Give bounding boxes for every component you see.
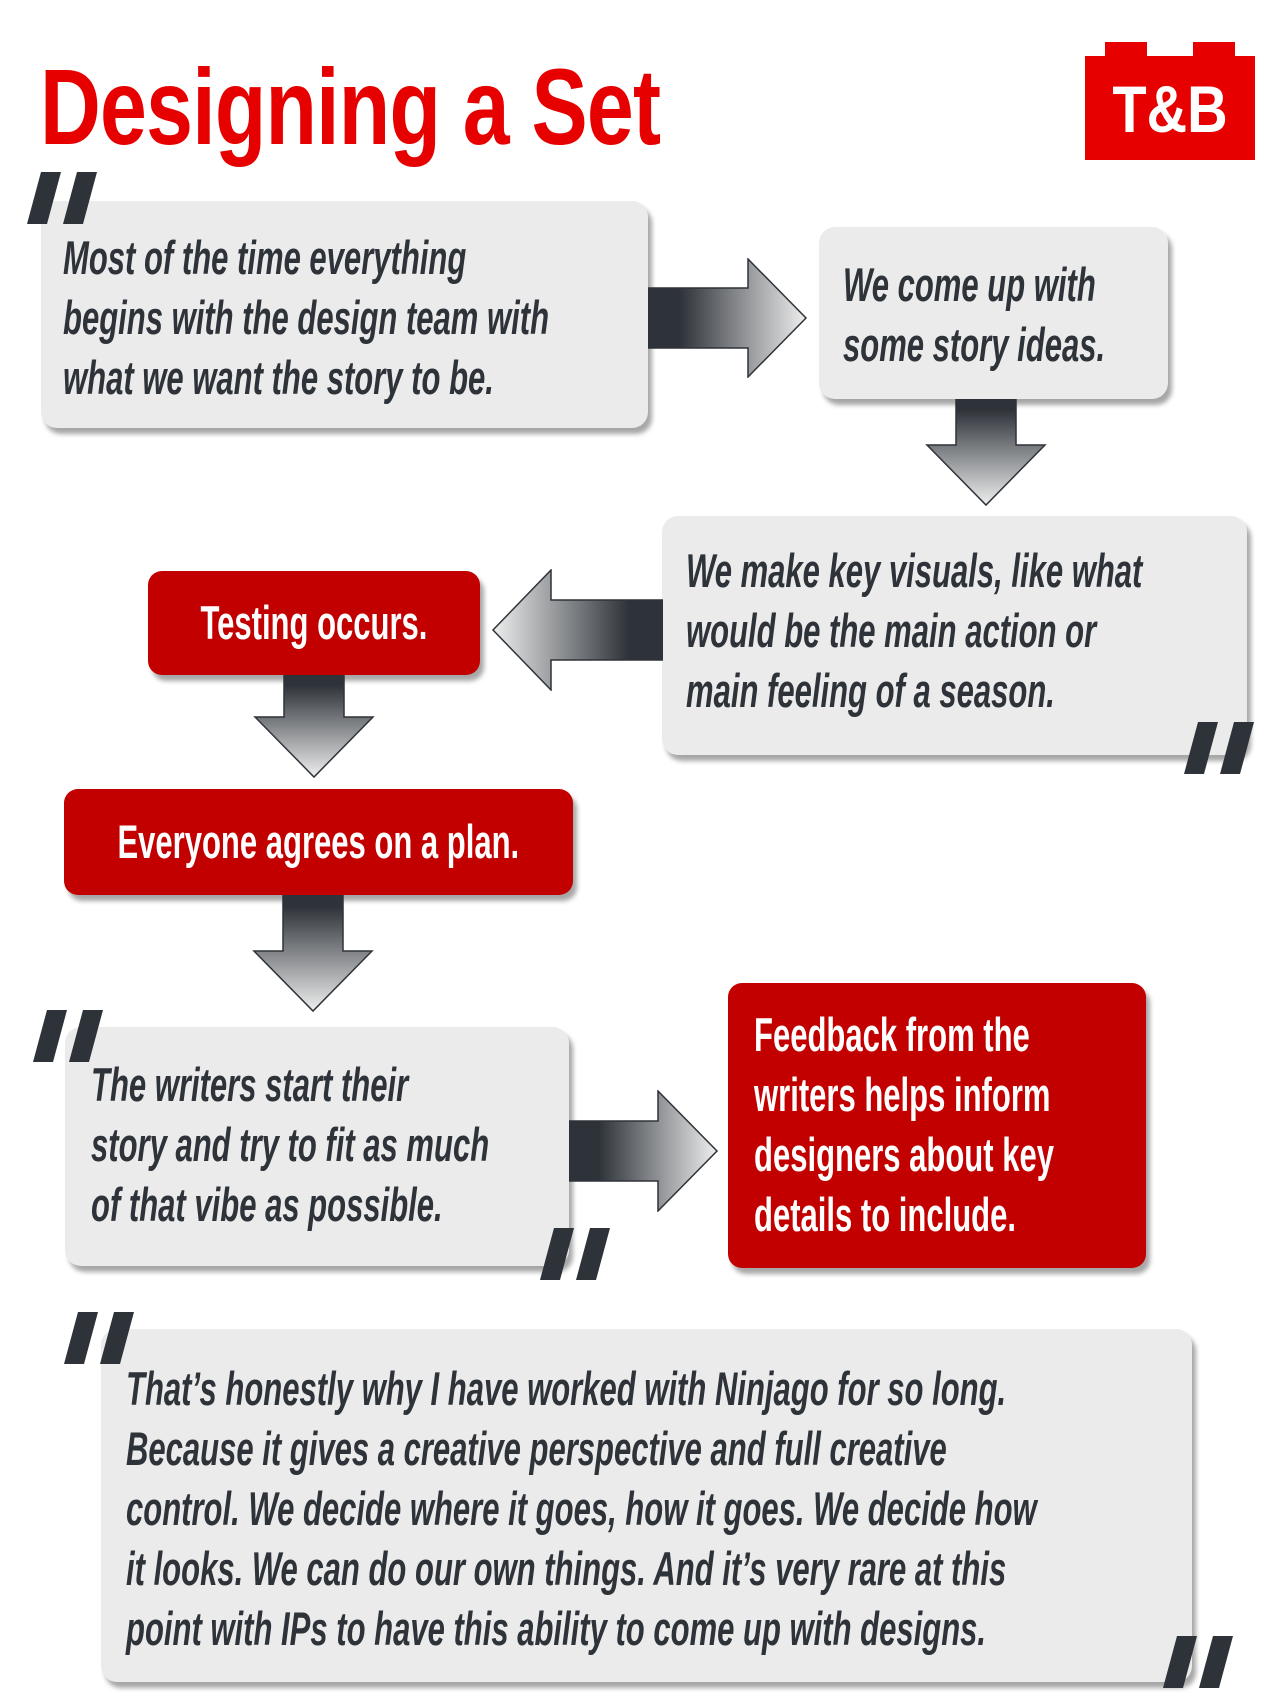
arrow-down-icon — [925, 399, 1047, 507]
text-line: of that vibe as possible. — [91, 1178, 443, 1231]
arrow-right-icon — [648, 258, 808, 378]
step-4-box: Testing occurs. — [148, 571, 480, 675]
text-line: The writers start their — [91, 1058, 409, 1111]
quote-mark-icon — [27, 172, 99, 224]
step-2-text: We come up with some story ideas. — [843, 255, 1105, 375]
quote-mark-icon — [64, 1312, 136, 1364]
quote-mark-icon — [540, 1228, 612, 1280]
text-line: begins with the design team with — [63, 291, 550, 344]
text-line: some story ideas. — [843, 318, 1106, 371]
text-line: it looks. We can do our own things. And … — [126, 1542, 1007, 1595]
step-7-box — [728, 983, 1146, 1268]
step-1-box — [41, 201, 648, 428]
text-line: point with IPs to have this ability to c… — [126, 1602, 987, 1655]
text-line: We come up with — [843, 258, 1096, 311]
arrow-down-icon — [253, 675, 375, 779]
brick-logo-icon: T&B — [1085, 42, 1255, 160]
step-1-text: Most of the time everything begins with … — [63, 228, 549, 408]
text-line: control. We decide where it goes, how it… — [126, 1482, 1037, 1535]
logo-text: T&B — [1112, 73, 1227, 146]
text-line: details to include. — [754, 1188, 1016, 1241]
step-2-box — [819, 227, 1168, 399]
page-title: Designing a Set — [40, 46, 661, 167]
step-3-text: We make key visuals, like what would be … — [686, 541, 1142, 721]
text-line: what we want the story to be. — [63, 351, 494, 404]
step-6-box — [65, 1027, 569, 1266]
step-4-text: Testing occurs. — [200, 596, 428, 649]
quote-mark-icon — [1163, 1636, 1235, 1688]
step-5-box: Everyone agrees on a plan. — [64, 789, 573, 895]
text-line: That’s honestly why I have worked with N… — [126, 1362, 1007, 1415]
step-3-box — [662, 516, 1247, 755]
closing-quote-text: That’s honestly why I have worked with N… — [126, 1359, 1037, 1659]
closing-quote-box — [101, 1329, 1192, 1682]
arrow-right-icon — [569, 1090, 719, 1212]
step-5-text: Everyone agrees on a plan. — [117, 815, 520, 868]
text-line: writers helps inform — [754, 1068, 1051, 1121]
arrow-left-icon — [491, 569, 663, 691]
text-line: story and try to fit as much — [91, 1118, 490, 1171]
quote-mark-icon — [1184, 722, 1256, 774]
text-line: main feeling of a season. — [686, 664, 1055, 717]
arrow-down-icon — [252, 895, 374, 1013]
step-7-text: Feedback from the writers helps inform d… — [754, 1005, 1054, 1245]
text-line: designers about key — [754, 1128, 1054, 1181]
text-line: Feedback from the — [754, 1008, 1030, 1061]
text-line: Because it gives a creative perspective … — [126, 1422, 947, 1475]
text-line: Most of the time everything — [63, 231, 467, 284]
step-6-text: The writers start their story and try to… — [91, 1055, 489, 1235]
text-line: We make key visuals, like what — [686, 544, 1143, 597]
text-line: would be the main action or — [686, 604, 1097, 657]
